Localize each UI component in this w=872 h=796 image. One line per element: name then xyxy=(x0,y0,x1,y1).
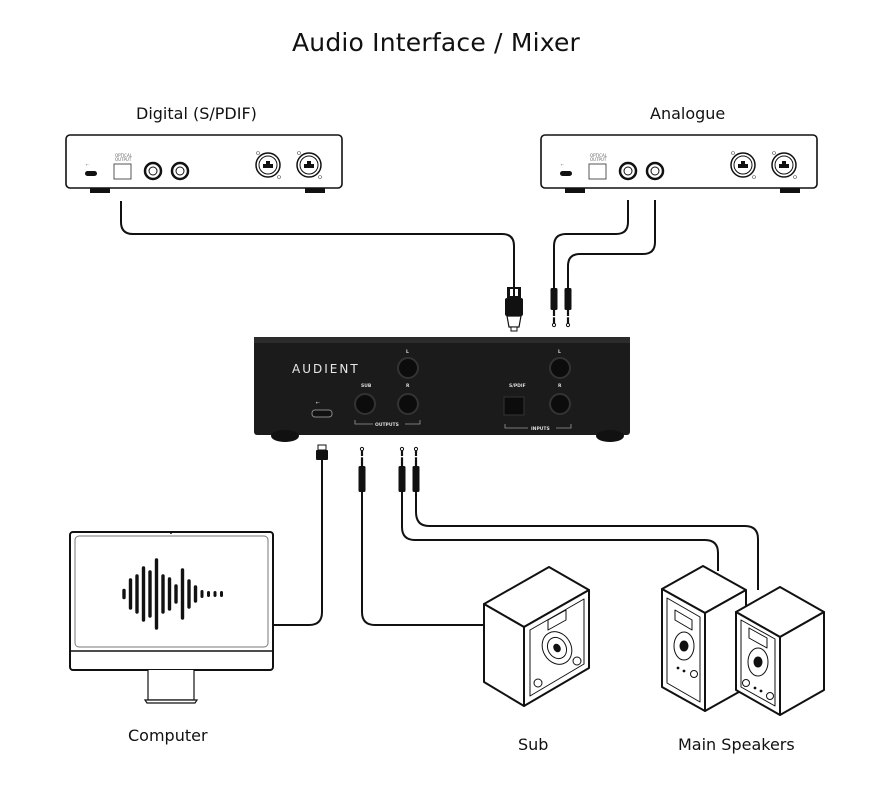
input-r-jack xyxy=(549,393,571,415)
out-l-label: L xyxy=(406,349,409,355)
computer-label: Computer xyxy=(128,726,208,745)
usb-c-port xyxy=(311,409,333,418)
foot xyxy=(271,430,299,442)
digital-source-device: ⇠ OPTICAL OUTPUT xyxy=(65,134,343,193)
analogue-source-device: ⇠ OPTICAL OUTPUT xyxy=(540,134,818,193)
outputs-group-label: OUTPUTS xyxy=(375,422,399,428)
input-cables xyxy=(120,200,656,290)
analogue-cable-left xyxy=(553,200,629,288)
computer-monitor-icon xyxy=(69,531,274,704)
jack-plug-icon xyxy=(550,288,558,328)
output-r-jack xyxy=(397,393,419,415)
foot xyxy=(596,430,624,442)
jack-plug-icon xyxy=(398,446,406,492)
sub-cable xyxy=(361,492,486,626)
optical-port xyxy=(588,163,607,180)
analogue-cable-right xyxy=(567,200,656,288)
toslink-plug-icon xyxy=(505,287,523,332)
sub-port-label: SUB xyxy=(361,383,372,389)
in-l-label: L xyxy=(558,349,561,355)
optical-output-label: OPTICAL xyxy=(590,153,608,158)
audio-interface-device: AUDIENT ⇠ SUB L R OUTPUTS S/PDIF L R INP… xyxy=(254,337,630,442)
diagram-title: Audio Interface / Mixer xyxy=(291,28,581,57)
spdif-port-label: S/PDIF xyxy=(509,383,526,389)
output-cables xyxy=(274,460,759,626)
optical-output-label: OPTICAL xyxy=(115,153,133,158)
svg-text:OUTPUT: OUTPUT xyxy=(115,157,132,162)
usb-cable xyxy=(274,460,323,626)
usb-c-plug-icon xyxy=(316,444,328,460)
in-r-label: R xyxy=(558,383,562,389)
waveform-icon xyxy=(122,558,223,630)
digital-source-label: Digital (S/PDIF) xyxy=(136,104,257,123)
output-l-jack xyxy=(397,357,419,379)
optical-cable xyxy=(120,201,515,290)
main-left-cable xyxy=(401,492,719,571)
svg-text:OUTPUT: OUTPUT xyxy=(590,157,607,162)
svg-text:⇠: ⇠ xyxy=(561,162,564,167)
main-speaker-left-icon xyxy=(661,565,747,712)
brand-logo: AUDIENT xyxy=(292,362,360,376)
usb-icon: ⇠ xyxy=(316,401,320,406)
sub-speaker-icon xyxy=(483,566,590,707)
analogue-source-label: Analogue xyxy=(650,104,726,123)
input-l-jack xyxy=(549,357,571,379)
sub-output-jack xyxy=(354,393,376,415)
main-right-cable xyxy=(415,492,759,590)
spdif-input-port xyxy=(503,396,525,416)
svg-text:⇠: ⇠ xyxy=(86,162,89,167)
jack-plug-icon xyxy=(564,288,572,328)
jack-plug-icon xyxy=(358,446,366,492)
sub-label: Sub xyxy=(518,735,549,754)
main-speakers-label: Main Speakers xyxy=(678,735,795,754)
jack-plug-icon xyxy=(412,446,420,492)
out-r-label: R xyxy=(406,383,410,389)
usb-c-port-icon: ⇠ xyxy=(85,162,97,176)
inputs-group-label: INPUTS xyxy=(531,426,550,432)
main-speaker-right-icon xyxy=(735,586,825,716)
usb-c-port-icon: ⇠ xyxy=(560,162,572,176)
optical-port xyxy=(113,163,132,180)
